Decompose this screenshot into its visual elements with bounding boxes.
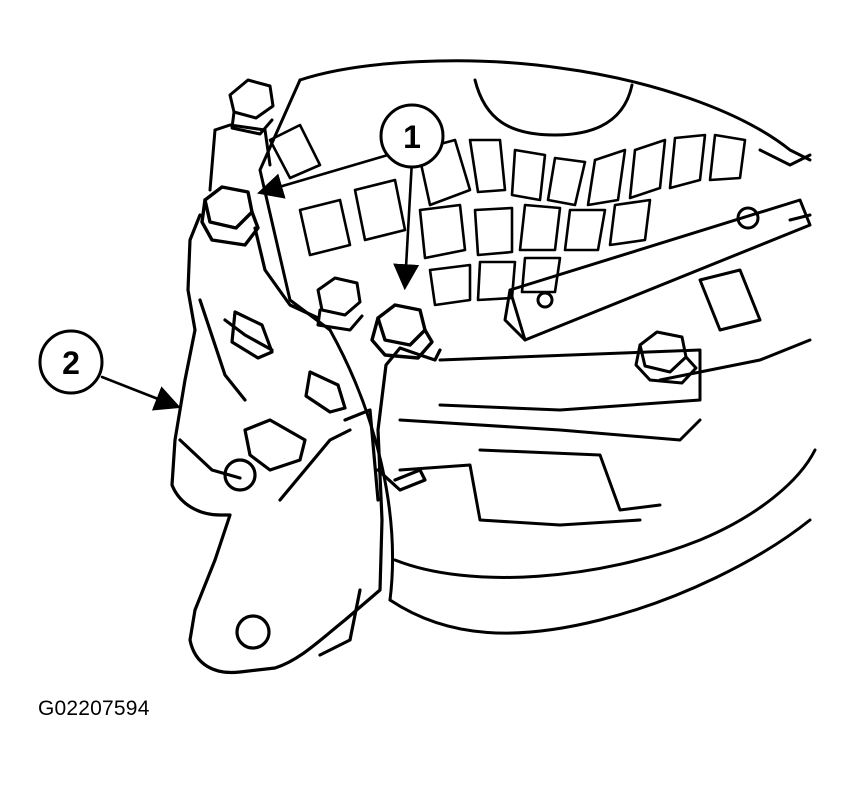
callout-2-label: 2	[62, 345, 80, 381]
shift-linkage	[398, 198, 812, 527]
bolt-right	[634, 330, 698, 385]
figure-code: G02207594	[38, 697, 150, 720]
callout-2: 2	[38, 329, 104, 395]
bolt-top-left	[228, 78, 275, 136]
mounting-bracket	[170, 213, 442, 675]
leader-1-to-upper-bolt	[257, 153, 390, 199]
callout-1: 1	[379, 103, 445, 169]
leader-lines	[100, 153, 420, 411]
bolt-lower	[370, 303, 434, 360]
bolt-upper	[200, 185, 260, 247]
transaxle-housing	[208, 59, 817, 635]
leader-1-to-lower-bolt	[393, 158, 420, 291]
bolt-middle	[316, 276, 364, 332]
callout-1-label: 1	[403, 119, 421, 155]
housing-ribs	[268, 123, 747, 307]
leader-2-to-bracket	[100, 375, 181, 411]
